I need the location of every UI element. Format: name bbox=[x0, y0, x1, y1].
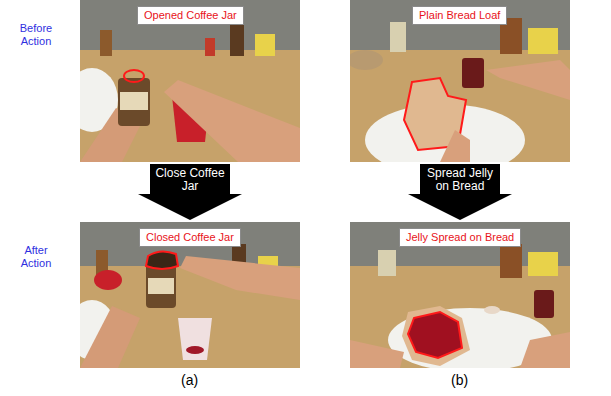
state-text: Jelly Spread on Bread bbox=[406, 231, 514, 243]
state-text: Opened Coffee Jar bbox=[144, 9, 237, 21]
subfigure-label: (b) bbox=[451, 372, 468, 388]
row-label: Before Action bbox=[8, 22, 64, 48]
state-text: Plain Bread Loaf bbox=[419, 9, 500, 21]
state-tag: Closed Coffee Jar bbox=[139, 228, 241, 247]
state-tag: Jelly Spread on Bread bbox=[399, 228, 521, 247]
action-label: Spread Jelly on Bread bbox=[425, 167, 495, 193]
action-arrow: Spread Jelly on Bread bbox=[408, 164, 512, 220]
action-label: Close Coffee Jar bbox=[155, 167, 225, 193]
state-text: Closed Coffee Jar bbox=[146, 231, 234, 243]
state-tag: Plain Bread Loaf bbox=[412, 6, 507, 25]
action-arrow: Close Coffee Jar bbox=[138, 164, 242, 220]
state-tag: Opened Coffee Jar bbox=[137, 6, 244, 25]
subfigure-label: (a) bbox=[181, 372, 198, 388]
row-label: After Action bbox=[8, 244, 64, 270]
